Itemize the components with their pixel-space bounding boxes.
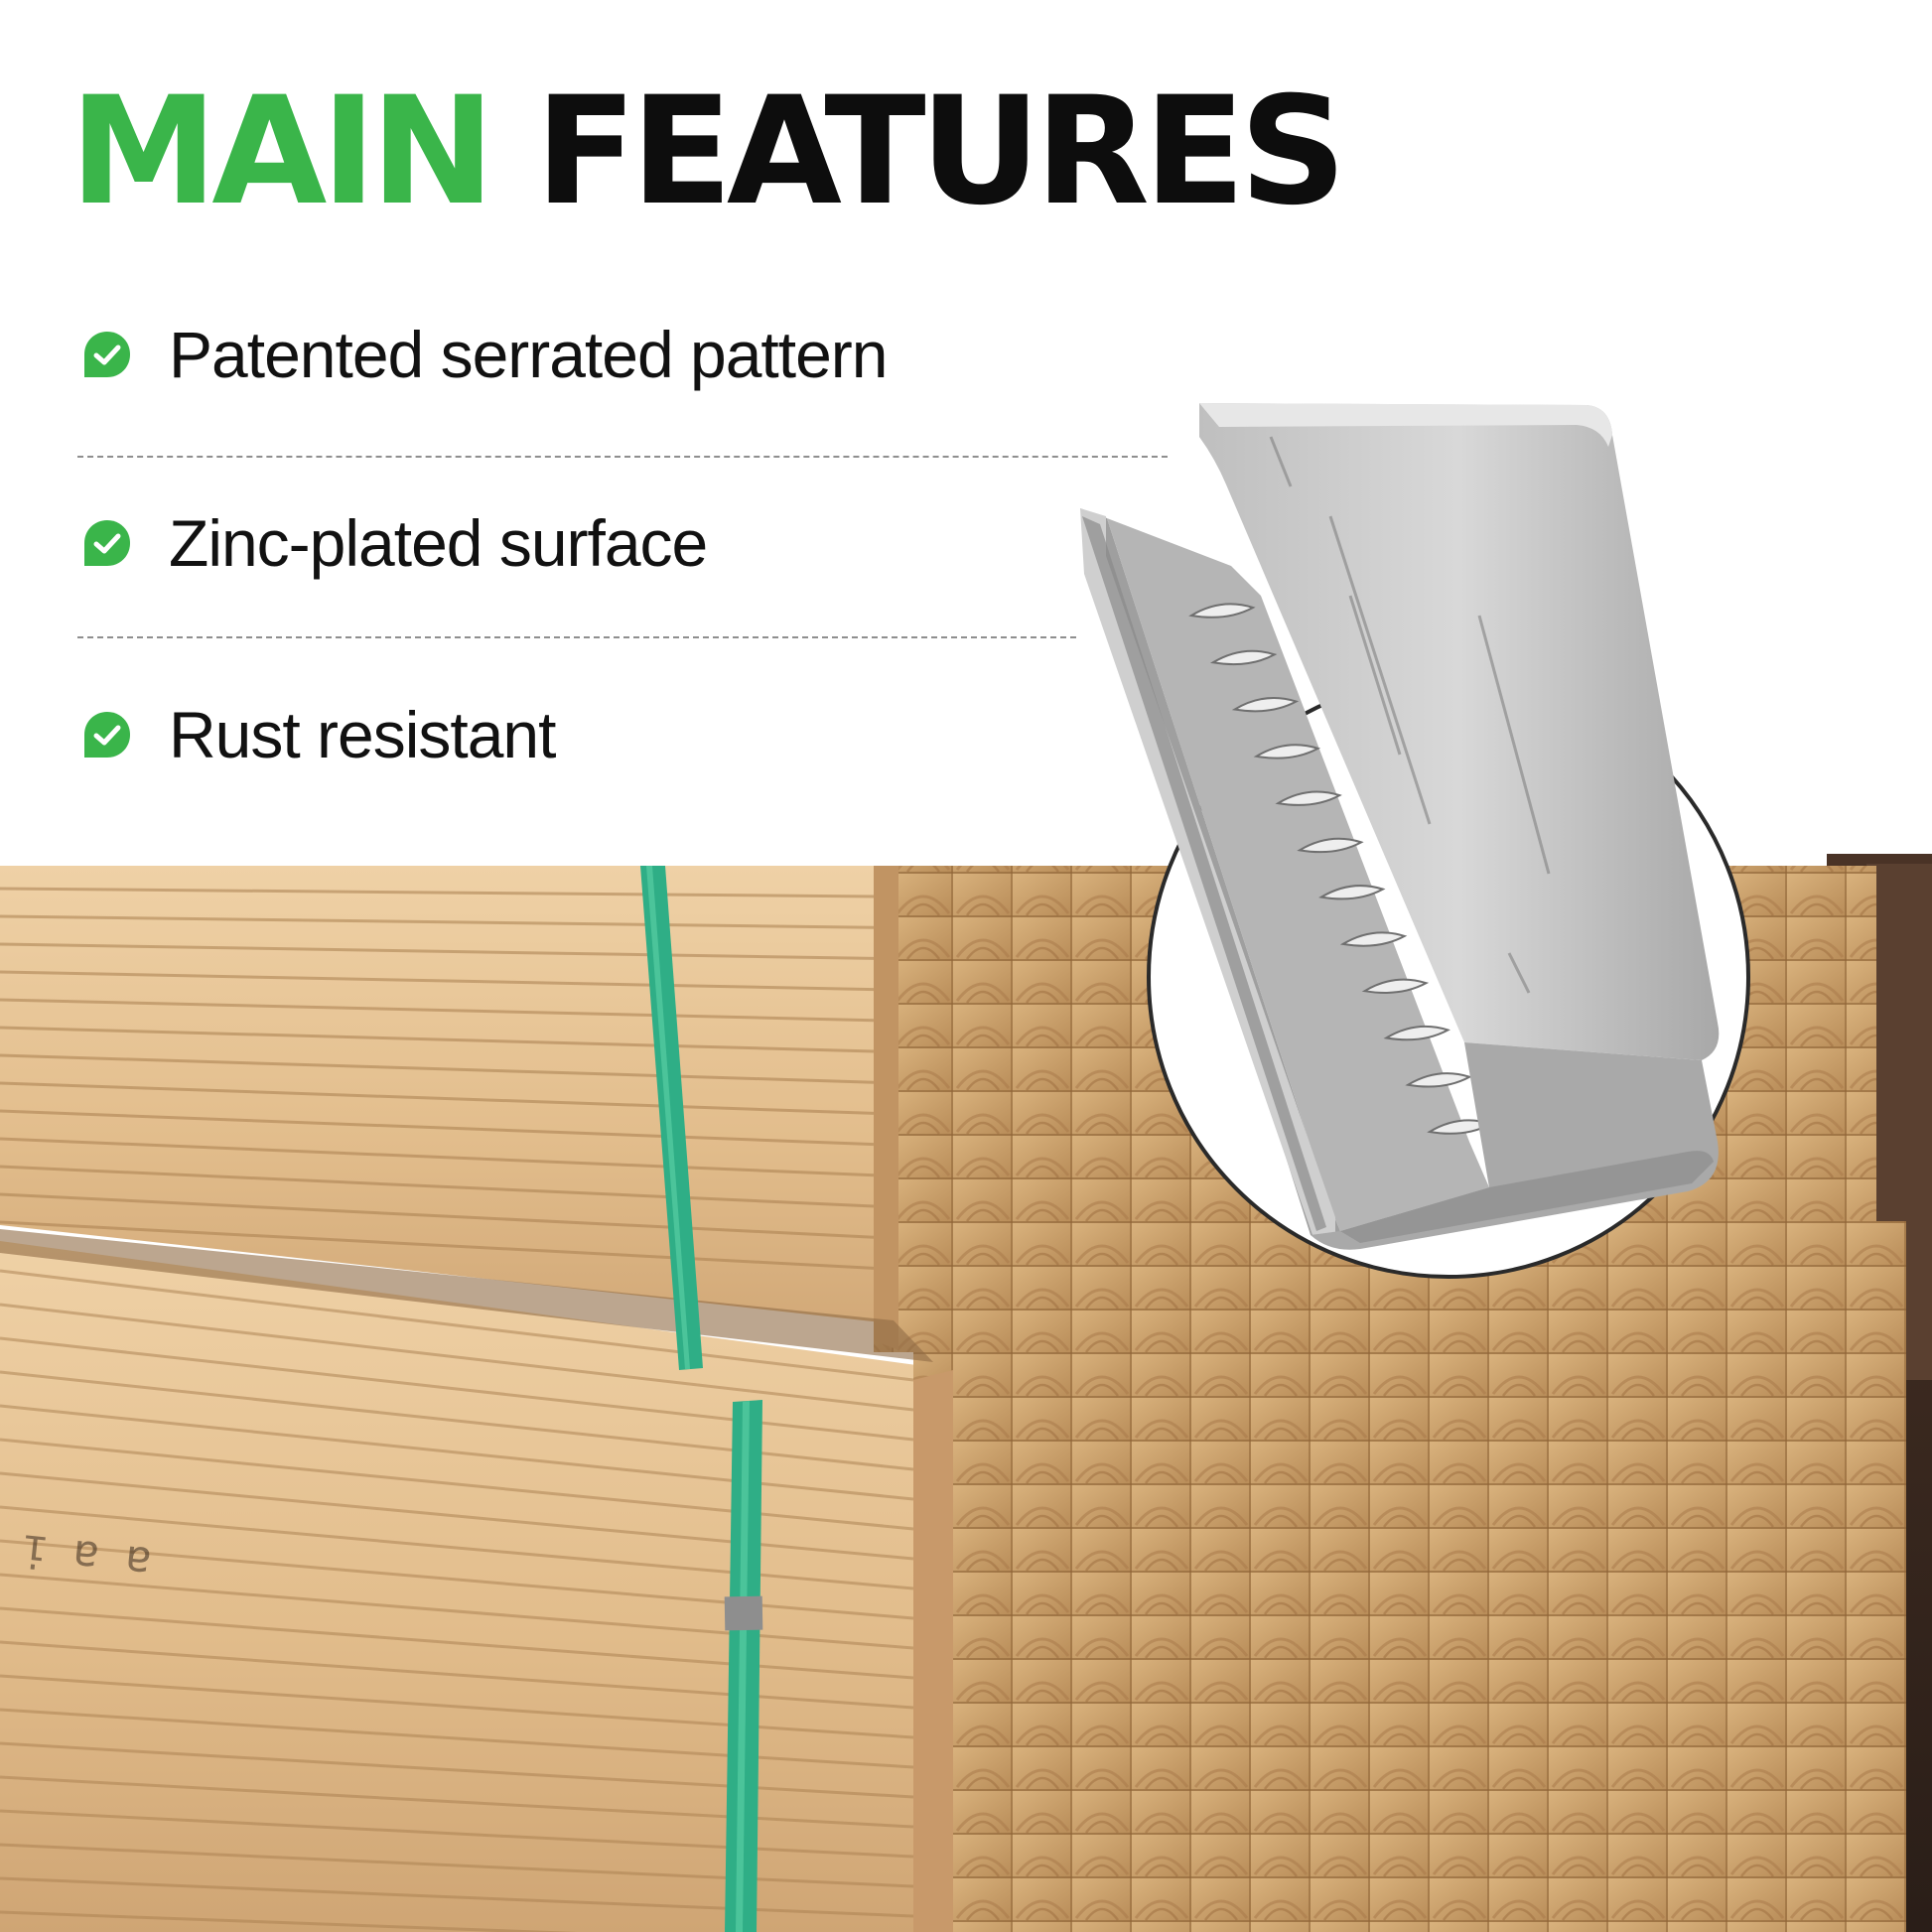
board-edge [0, 1741, 914, 1799]
board-edge [0, 1269, 914, 1382]
serration-tooth [1275, 790, 1342, 806]
steel-strap-seal-image [1080, 403, 1720, 1250]
board-edge [0, 1137, 875, 1177]
board-edge [0, 1471, 914, 1561]
feature-item-zinc: Zinc-plated surface [81, 503, 708, 583]
feature-label: Zinc-plated surface [169, 506, 708, 580]
serration-tooth [1318, 885, 1386, 900]
lower-lumber-stack: ᴉ ɐ ɐ [0, 1221, 1906, 1932]
board-edge [0, 1165, 875, 1208]
board-edge [0, 1843, 914, 1888]
headline-accent-word: MAIN [69, 66, 495, 238]
headline: MAIN FEATURES [69, 77, 1346, 226]
feature-divider [77, 636, 1076, 638]
board-edge [0, 1505, 914, 1590]
serration-tooth [1188, 603, 1256, 619]
board-edge [0, 1109, 875, 1147]
board-edge [0, 1303, 914, 1412]
board-edge [0, 914, 875, 929]
board-edge [0, 1809, 914, 1859]
board-edge [0, 1192, 875, 1239]
board-edge [0, 1573, 914, 1650]
board-edge [0, 1053, 875, 1084]
feature-divider [77, 456, 1168, 458]
serration-tooth [1339, 931, 1408, 947]
board-edge [0, 1026, 875, 1053]
feature-item-serrated: Patented serrated pattern [81, 315, 888, 394]
headline-main-text: FEATURES [534, 66, 1346, 238]
headline-main-word: FEATURES [489, 66, 1346, 238]
serration-tooth [1231, 696, 1300, 713]
board-edge [0, 942, 875, 960]
serration-tooth [1297, 837, 1364, 854]
board-edge [0, 1220, 875, 1270]
board-edge [0, 1775, 914, 1829]
feature-label: Patented serrated pattern [169, 318, 888, 391]
serration-tooth [1383, 1025, 1450, 1041]
board-edge [0, 1674, 914, 1739]
feature-list: Patented serrated pattern Zinc-plated su… [0, 0, 1932, 794]
serration-tooth [1405, 1072, 1472, 1088]
board-edge [0, 1081, 875, 1115]
board-edge [0, 1606, 914, 1680]
check-badge-icon [84, 520, 130, 566]
board-edge [0, 970, 875, 992]
feature-item-rust: Rust resistant [81, 695, 556, 774]
board-edge [0, 1910, 578, 1932]
board-edge [0, 887, 875, 898]
check-badge-icon [84, 712, 130, 758]
board-edge [0, 1708, 914, 1769]
feature-label: Rust resistant [169, 698, 556, 771]
serration-tooth [1253, 744, 1321, 759]
strapping-band [640, 866, 763, 1932]
board-edge [0, 1876, 914, 1918]
check-badge-icon [84, 332, 130, 377]
serration-tooth [1361, 978, 1430, 994]
board-edge [0, 998, 875, 1023]
board-edge [0, 1640, 914, 1710]
serration-tooth [1209, 649, 1278, 666]
